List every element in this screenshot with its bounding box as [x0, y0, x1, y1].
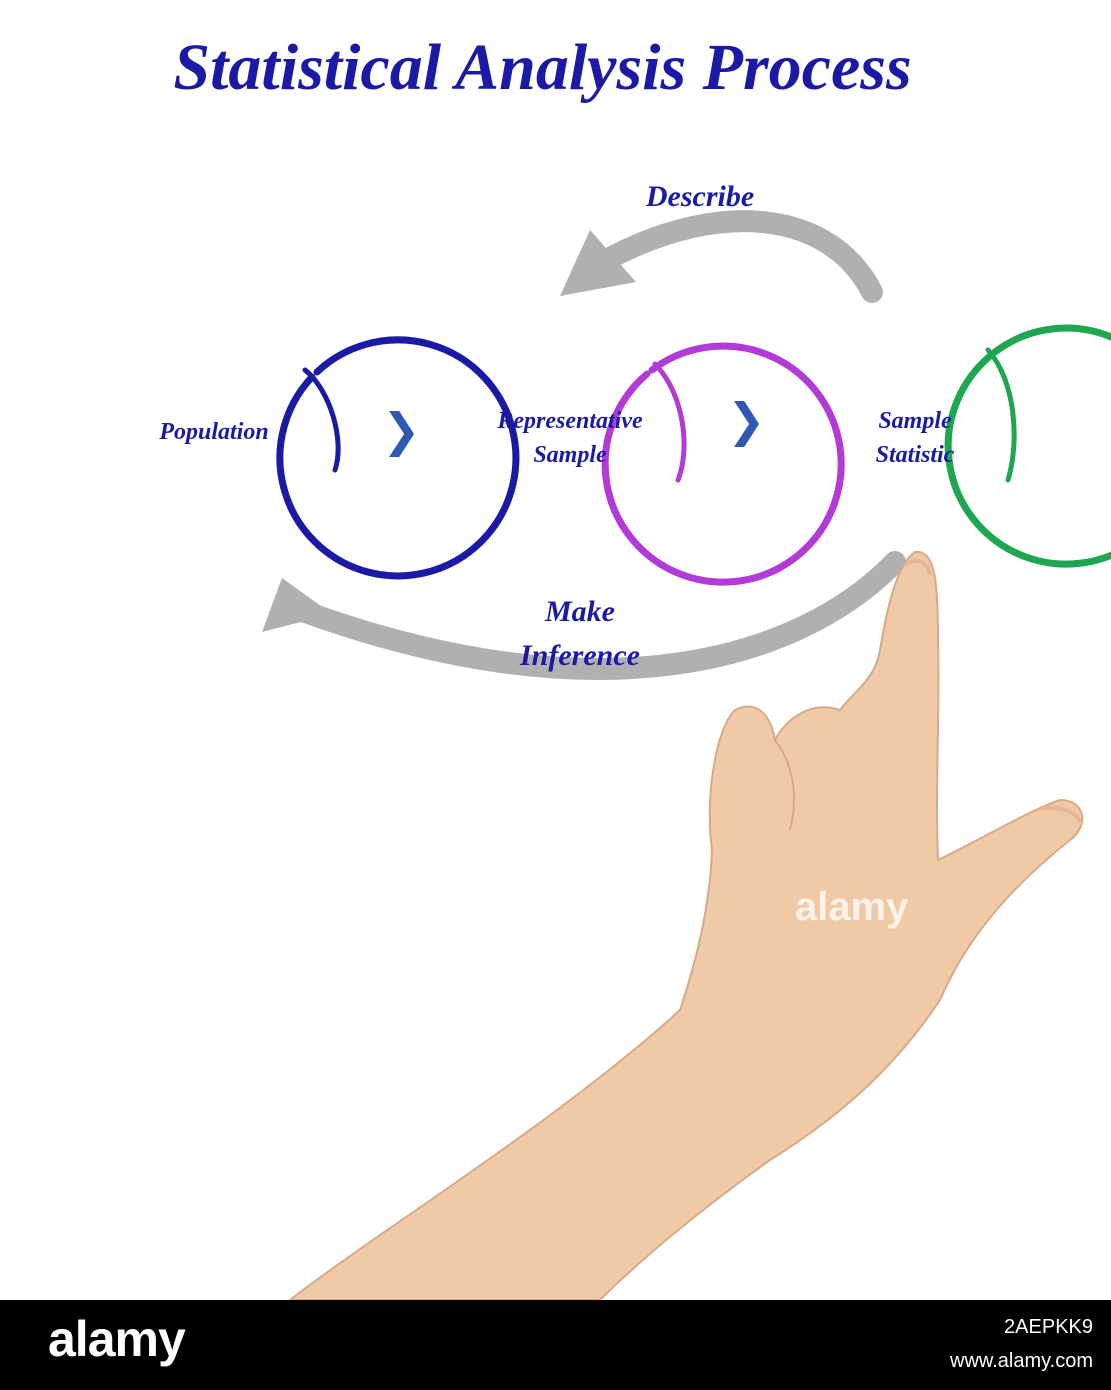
- describe-text: Describe: [645, 180, 755, 213]
- footer-brand-logo: alamy: [48, 1311, 186, 1367]
- footer-credit: 2AEPKK9 www.alamy.com: [950, 1310, 1093, 1378]
- inference-label: Make Inference: [480, 590, 680, 678]
- footer-image-id: 2AEPKK9: [1004, 1316, 1093, 1338]
- footer-site: www.alamy.com: [950, 1350, 1093, 1372]
- watermark-logo: alamy: [795, 885, 909, 929]
- sample-label: Representative Sample: [455, 404, 685, 472]
- statistic-label: Sample Statistic: [800, 404, 1030, 472]
- sample-circle: [601, 342, 845, 586]
- pointing-hand: [287, 550, 1084, 1301]
- describe-arrow: [560, 210, 883, 303]
- population-label: Population: [104, 415, 324, 449]
- page-title: Statistical Analysis Process: [173, 31, 912, 104]
- statistic-circle: [944, 324, 1111, 568]
- population-circle: [276, 336, 520, 580]
- chevron-right-icon: ❯: [727, 393, 766, 447]
- inference-text-line2: Inference: [520, 639, 640, 672]
- chevron-right-icon: ❯: [382, 403, 421, 457]
- statistic-text-line1: Sample: [878, 408, 952, 434]
- population-text: Population: [159, 419, 269, 445]
- statistic-text-line2: Statistic: [875, 442, 955, 468]
- inference-text-line1: Make: [545, 595, 615, 628]
- describe-label: Describe: [600, 175, 800, 219]
- inference-arrow: [262, 551, 906, 680]
- sample-text-line1: Representative: [497, 408, 643, 434]
- sample-text-line2: Sample: [533, 442, 607, 468]
- footer-bar: alamy 2AEPKK9 www.alamy.com: [0, 1300, 1111, 1390]
